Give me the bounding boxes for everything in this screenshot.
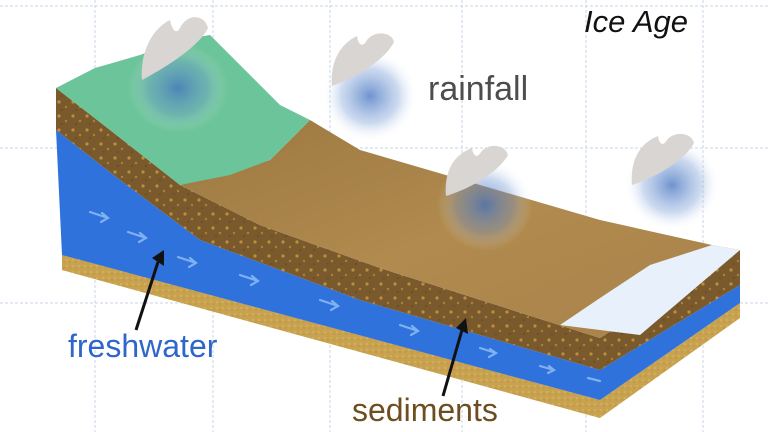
ice-sheet <box>560 245 740 335</box>
diagram-title: Ice Age <box>584 4 688 39</box>
sediment-layer <box>56 88 740 370</box>
cloud-icon <box>631 133 694 185</box>
label-pointers <box>134 250 468 397</box>
cloud-icon <box>141 17 208 80</box>
rainfall-label: rainfall <box>428 70 529 108</box>
cloud-icon <box>331 33 394 86</box>
sediments-label: sediments <box>352 392 498 428</box>
cloud-icon <box>445 145 508 196</box>
freshwater-label: freshwater <box>68 328 218 364</box>
flow-arrows <box>88 210 602 383</box>
